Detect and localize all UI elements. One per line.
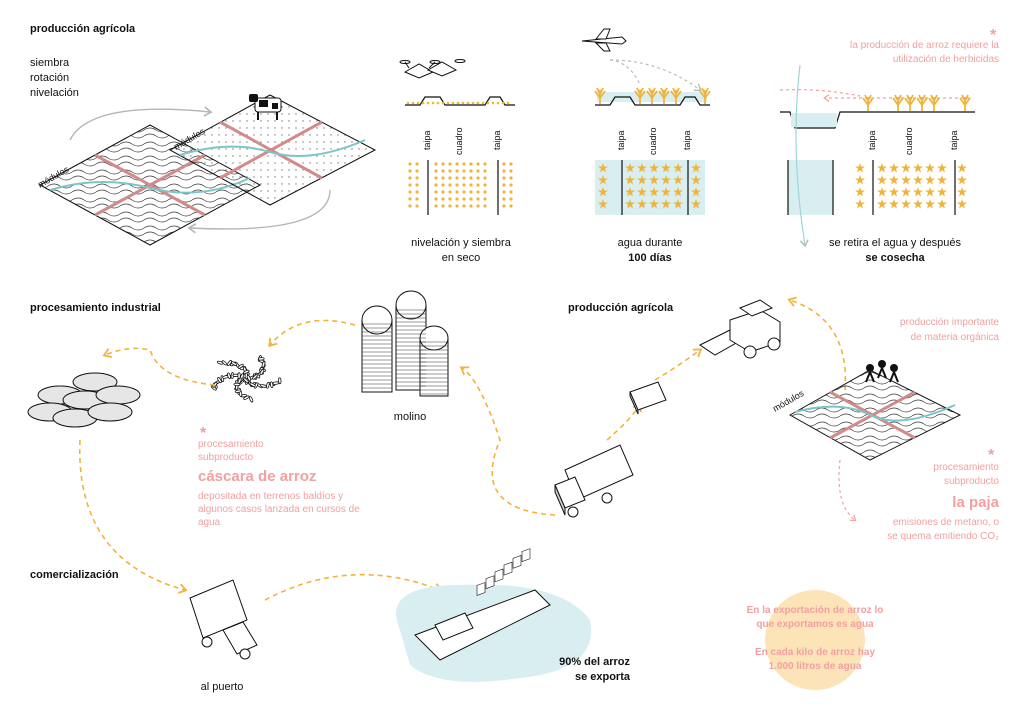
step-nivelacion: nivelación bbox=[30, 87, 79, 99]
panel2-caption-2: 100 días bbox=[628, 252, 671, 264]
export-1: 90% del arroz bbox=[559, 656, 630, 668]
husk-sub-1: procesamiento bbox=[198, 439, 264, 450]
husk-desc-2: algunos casos lanzada en cursos de bbox=[198, 504, 360, 515]
water-note-2: que exportamos es agua bbox=[756, 619, 874, 630]
husk-title: cáscara de arroz bbox=[198, 468, 316, 485]
truck-icon bbox=[189, 579, 258, 660]
flooded-field bbox=[595, 160, 705, 215]
taipa-label: taipa bbox=[616, 130, 626, 150]
terrain-profile-2 bbox=[595, 96, 710, 106]
taipa-label: taipa bbox=[492, 130, 502, 150]
husk-desc-1: depositada en terrenos baldíos y bbox=[198, 491, 343, 502]
water-note-circle bbox=[765, 590, 865, 690]
silo-icon bbox=[361, 290, 449, 397]
harvest-grid bbox=[855, 163, 967, 209]
seed-row bbox=[406, 101, 510, 105]
straw-sub-1: procesamiento bbox=[933, 462, 999, 473]
agri2-heading: producción agrícola bbox=[568, 302, 674, 314]
straw-title: la paja bbox=[952, 494, 999, 511]
sown-grid bbox=[408, 162, 513, 208]
panel3-caption-2: se cosecha bbox=[865, 252, 925, 264]
commerce-heading: comercialización bbox=[30, 569, 119, 581]
field-modules-right bbox=[168, 94, 377, 206]
cow-icon bbox=[249, 94, 282, 120]
rotation-arrow-top bbox=[69, 106, 213, 141]
water-note-1: En la exportación de arroz lo bbox=[747, 605, 884, 616]
cuadro-label: cuadro bbox=[454, 127, 464, 155]
organic-1: producción importante bbox=[900, 317, 999, 328]
export-2: se exporta bbox=[575, 671, 631, 683]
field-modules-right-lower bbox=[788, 360, 962, 461]
panel2-caption-1: agua durante bbox=[618, 237, 683, 249]
husk-sub-2: subproducto bbox=[198, 452, 253, 463]
straw-desc-1: emisiones de metano, o bbox=[893, 517, 1000, 528]
herbicide-note-2: utilización de herbicidas bbox=[893, 54, 999, 65]
step-rotacion: rotación bbox=[30, 72, 69, 84]
husk-star: * bbox=[200, 425, 207, 442]
organic-2: de materia orgánica bbox=[911, 332, 1000, 343]
port-label: al puerto bbox=[201, 681, 244, 693]
cuadro-label: cuadro bbox=[904, 127, 914, 155]
herbicide-star: * bbox=[990, 27, 997, 44]
straw-desc-2: se quema emitiendo CO₂ bbox=[887, 531, 999, 542]
harvester-icon bbox=[699, 299, 781, 359]
truck-icon bbox=[554, 444, 634, 518]
step-siembra: siembra bbox=[30, 57, 70, 69]
taipa-label: taipa bbox=[867, 130, 877, 150]
airplane-icon bbox=[581, 28, 627, 52]
cuadro-label: cuadro bbox=[648, 127, 658, 155]
taipa-label: taipa bbox=[422, 130, 432, 150]
top-heading: producción agrícola bbox=[30, 23, 136, 35]
husk-desc-3: agua bbox=[198, 517, 221, 528]
mill-label: molino bbox=[394, 411, 426, 423]
panel1-caption-1: nivelación y siembra bbox=[411, 237, 512, 249]
straw-star: * bbox=[988, 447, 995, 464]
panel3-caption-1: se retira el agua y después bbox=[829, 237, 962, 249]
taipa-label: taipa bbox=[682, 130, 692, 150]
trailer-icon bbox=[629, 381, 667, 415]
panel1-caption-2: en seco bbox=[442, 252, 481, 264]
water-note-4: 1.000 litros de agua bbox=[769, 661, 862, 672]
rotation-arrow-bottom bbox=[187, 189, 331, 234]
rice-bags-icon bbox=[27, 372, 141, 428]
taipa-label: taipa bbox=[949, 130, 959, 150]
herbicide-note-1: la producción de arroz requiere la bbox=[850, 40, 999, 51]
ship-icon bbox=[414, 548, 551, 661]
water-note-3: En cada kilo de arroz hay bbox=[755, 647, 875, 658]
straw-sub-2: subproducto bbox=[944, 476, 999, 487]
terrain-profile-1 bbox=[405, 96, 515, 106]
drone-icon bbox=[426, 59, 466, 77]
industrial-heading: procesamiento industrial bbox=[30, 302, 161, 314]
rice-husk-pile-icon bbox=[211, 355, 282, 403]
